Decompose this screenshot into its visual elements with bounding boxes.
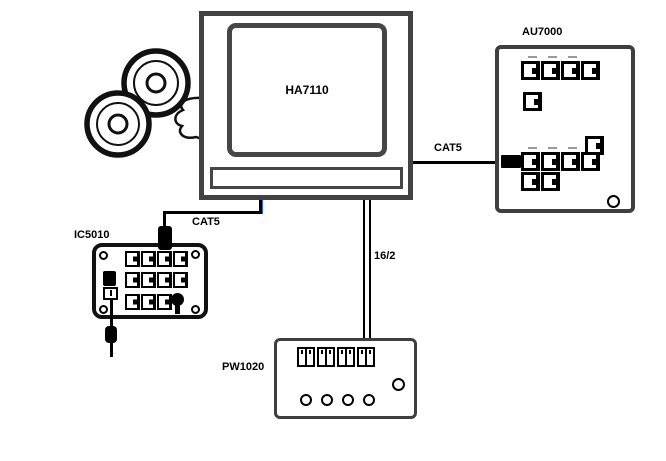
au7000-dash-row-top — [528, 56, 577, 58]
rj45-jack-icon — [125, 294, 140, 310]
rj45-jack-icon — [521, 61, 540, 80]
rj45-jack-icon — [581, 61, 600, 80]
cat5-left-label: CAT5 — [192, 216, 220, 228]
cat5-cable-right — [413, 161, 503, 164]
pw1020-indicator-hole — [392, 378, 405, 391]
screw-icon — [99, 251, 108, 260]
speaker-wire-right-conductor — [369, 197, 371, 340]
ic5010-jack-row3 — [125, 294, 172, 310]
speaker-wire-left-conductor — [363, 197, 365, 348]
rj45-jack-icon — [521, 172, 540, 191]
cat5-cable-left-drop2 — [163, 213, 166, 228]
pw1020-knob — [321, 394, 333, 406]
rj45-jack-icon — [561, 152, 580, 171]
rj45-jack-icon — [157, 294, 172, 310]
rj45-jack-icon — [141, 272, 156, 288]
cat5-cable-left-drop — [259, 198, 262, 214]
rj45-jack-icon — [125, 251, 140, 267]
monitor-speaker-grille — [210, 167, 403, 189]
keyhole-icon — [175, 304, 180, 314]
speaker-front-icon — [84, 90, 152, 158]
pw1020-knob — [342, 394, 354, 406]
rj45-jack-icon — [173, 272, 188, 288]
au7000-jack-row-input — [521, 152, 600, 171]
au7000-jack-row-top — [521, 61, 600, 80]
dash-mark — [568, 56, 577, 58]
ic5010-drop-cable — [110, 293, 113, 357]
rj45-jack-icon — [581, 152, 600, 171]
ic5010-jack-port — [103, 287, 118, 300]
rj45-jack-icon — [173, 251, 188, 267]
cat5-plug-au7000 — [501, 155, 521, 168]
terminal-cell — [325, 347, 335, 367]
monitor-model-label: HA7110 — [285, 83, 329, 97]
keyhole-icon — [171, 293, 184, 306]
cat5-cable-left-run — [163, 211, 262, 214]
dash-mark — [528, 147, 537, 149]
screw-icon — [99, 305, 108, 314]
rj45-jack-icon — [521, 152, 540, 171]
monitor-screen: HA7110 — [227, 23, 387, 157]
ic5010-label: IC5010 — [74, 229, 110, 241]
rj45-jack-icon — [157, 251, 172, 267]
au7000-mounting-hole — [607, 195, 620, 208]
speaker-wire-label: 16/2 — [374, 250, 396, 262]
speakers-icon — [84, 48, 204, 158]
jack-pin-icon — [110, 290, 112, 296]
cat5-cable-left-blue-edge — [262, 198, 263, 214]
rj45-jack-icon — [523, 92, 542, 111]
rj45-jack-icon — [157, 272, 172, 288]
dash-mark — [528, 56, 537, 58]
dash-mark — [548, 147, 557, 149]
dash-mark — [548, 56, 557, 58]
screw-icon — [191, 250, 200, 259]
cat5-plug-ic5010 — [158, 226, 172, 250]
pw1020-label: PW1020 — [222, 361, 265, 373]
au7000-jack-row-bottom — [521, 172, 560, 191]
pw1020-knob — [300, 394, 312, 406]
cat5-right-label: CAT5 — [434, 142, 462, 154]
ic5010-drop-plug — [105, 326, 117, 343]
terminal-cell — [365, 347, 375, 367]
rj45-jack-icon — [541, 152, 560, 171]
rj45-jack-icon — [561, 61, 580, 80]
ic5010-side-plug — [103, 271, 116, 286]
pw1020-terminal-strip — [297, 347, 375, 367]
rj45-jack-icon — [541, 61, 560, 80]
terminal-cell — [305, 347, 315, 367]
terminal-cell — [345, 347, 355, 367]
ic5010-jack-row2 — [125, 272, 188, 288]
rj45-jack-icon — [125, 272, 140, 288]
au7000-label: AU7000 — [522, 26, 563, 38]
pw1020-knob — [363, 394, 375, 406]
rj45-jack-icon — [141, 251, 156, 267]
rj45-jack-icon — [141, 294, 156, 310]
dash-mark — [568, 147, 577, 149]
rj45-jack-icon — [541, 172, 560, 191]
au7000-dash-row-mid — [528, 147, 577, 149]
ic5010-jack-row1 — [125, 251, 188, 267]
rj45-jack-icon — [585, 136, 604, 155]
screw-icon — [191, 305, 200, 314]
